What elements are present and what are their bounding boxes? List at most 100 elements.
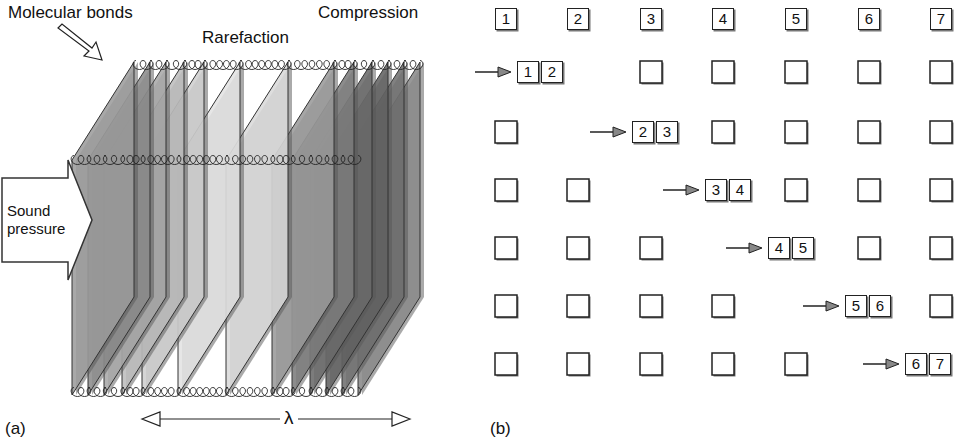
number-box: 6 <box>858 8 880 30</box>
empty-box <box>495 353 517 375</box>
empty-box <box>785 61 807 83</box>
push-arrow <box>726 247 752 249</box>
empty-box <box>640 61 662 83</box>
number-box: 2 <box>541 61 563 83</box>
box-number: 4 <box>719 10 727 27</box>
empty-box <box>930 61 952 83</box>
spring <box>239 61 291 70</box>
spring <box>287 61 337 70</box>
number-box: 3 <box>640 8 662 30</box>
empty-box <box>495 179 517 201</box>
box-number: 2 <box>639 123 647 140</box>
push-arrowhead <box>613 127 626 137</box>
push-arrowhead <box>886 359 899 369</box>
empty-box <box>712 295 734 317</box>
push-arrow <box>475 71 501 73</box>
empty-box <box>640 353 662 375</box>
empty-box <box>785 179 807 201</box>
box-number: 2 <box>548 63 556 80</box>
number-box: 5 <box>792 237 814 259</box>
spring <box>225 388 275 397</box>
empty-box <box>640 237 662 259</box>
part-label-text: Compression <box>318 3 418 22</box>
number-box: 5 <box>845 295 867 317</box>
spring <box>177 388 229 397</box>
box-number: 7 <box>937 10 945 27</box>
spring <box>341 388 361 397</box>
push-arrowhead <box>826 301 839 311</box>
spring <box>341 156 361 165</box>
molecular-bonds <box>71 61 423 397</box>
box-number: 6 <box>865 10 873 27</box>
empty-box <box>567 353 589 375</box>
number-box: 1 <box>495 8 517 30</box>
empty-box <box>495 121 517 143</box>
empty-box <box>567 237 589 259</box>
wavelength-symbol: λ <box>280 407 298 429</box>
empty-box <box>640 295 662 317</box>
empty-box <box>858 179 880 201</box>
box-number: 6 <box>912 355 920 372</box>
panel-label: (a) <box>5 419 26 439</box>
push-arrow <box>803 305 829 307</box>
push-arrow <box>663 189 689 191</box>
number-box: 4 <box>712 8 734 30</box>
push-arrowhead <box>749 243 762 253</box>
spring <box>203 61 243 70</box>
box-number: 5 <box>852 297 860 314</box>
box-number: 3 <box>663 123 671 140</box>
part-label-text: Rarefaction <box>202 28 289 47</box>
empty-box <box>930 179 952 201</box>
box-number: 7 <box>936 355 944 372</box>
number-box: 4 <box>768 237 790 259</box>
panel-label-text: (b) <box>490 419 511 438</box>
number-box: 7 <box>930 8 952 30</box>
number-box: 2 <box>567 8 589 30</box>
part-label: Rarefaction <box>202 28 289 48</box>
panel-label-text: (a) <box>5 419 26 438</box>
number-box: 3 <box>656 121 678 143</box>
box-number: 1 <box>524 63 532 80</box>
box-number: 5 <box>792 10 800 27</box>
box-number: 6 <box>876 297 884 314</box>
push-arrow <box>863 363 889 365</box>
number-box: 5 <box>785 8 807 30</box>
empty-box <box>930 237 952 259</box>
box-number: 1 <box>502 10 510 27</box>
empty-box <box>785 353 807 375</box>
empty-box <box>712 61 734 83</box>
empty-box <box>930 121 952 143</box>
number-box: 7 <box>929 353 951 375</box>
empty-box <box>712 121 734 143</box>
empty-box <box>495 295 517 317</box>
box-number: 2 <box>574 10 582 27</box>
number-box: 6 <box>905 353 927 375</box>
empty-boxes <box>475 61 954 377</box>
sound-pressure-arrow: Sound pressure <box>0 159 94 281</box>
push-arrow <box>590 131 616 133</box>
part-label-text: Molecular bonds <box>8 3 133 22</box>
box-number: 5 <box>799 239 807 256</box>
plates <box>72 62 424 395</box>
empty-box <box>858 237 880 259</box>
panel-label: (b) <box>490 419 511 439</box>
push-arrowhead <box>686 185 699 195</box>
spring <box>141 388 181 397</box>
spring <box>403 61 423 70</box>
empty-box <box>495 237 517 259</box>
part-label: Compression <box>318 3 418 23</box>
empty-box <box>858 121 880 143</box>
wavelength-symbol-text: λ <box>280 407 298 428</box>
empty-box <box>567 295 589 317</box>
spring <box>177 156 229 165</box>
push-arrowhead <box>498 67 511 77</box>
spring <box>141 156 181 165</box>
pointer-arrow <box>58 24 102 60</box>
empty-box <box>712 353 734 375</box>
empty-box <box>858 61 880 83</box>
box-number: 3 <box>647 10 655 27</box>
number-box: 2 <box>632 121 654 143</box>
box-number: 4 <box>736 181 744 198</box>
